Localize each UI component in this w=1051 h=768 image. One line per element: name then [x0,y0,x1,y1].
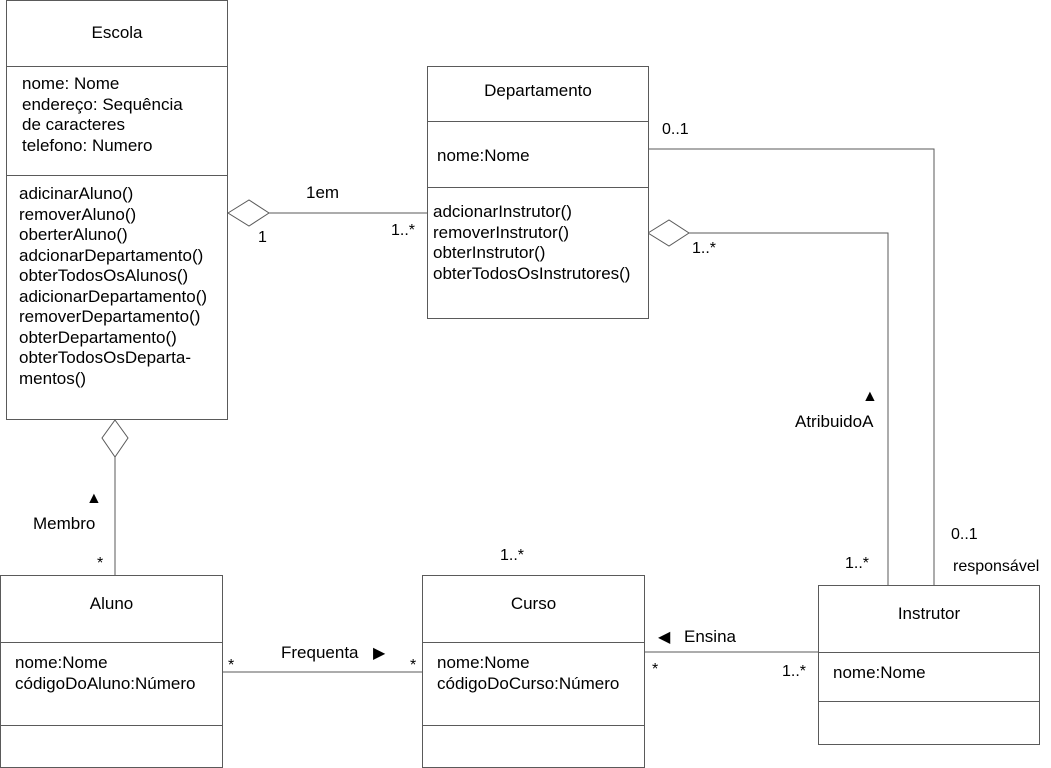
operation: removerAluno() [19,204,137,224]
class-escola[interactable]: Escola nome: Nome endereço: Sequência de… [6,0,228,420]
attribute: nome:Nome [833,663,926,682]
class-curso[interactable]: Curso nome:Nome códigoDoCurso:Número [422,575,645,768]
operations-compartment [819,701,1039,702]
class-name: Departamento [484,81,592,100]
attributes-compartment [819,652,1039,653]
class-name: Aluno [89,594,134,613]
direction-arrow-left-icon: ◀ [658,629,671,646]
class-departamento[interactable]: Departamento nome:Nome adcionarInstrutor… [427,66,649,319]
operations-compartment [428,187,648,188]
operation: obterTodosOsInstrutores() [433,263,631,283]
attribute: de caracteres [22,115,125,134]
class-name: Escola [91,23,143,42]
operations-compartment [423,725,644,726]
operation: oberterAluno() [19,225,128,244]
escola-aggregation-diamond [227,199,270,227]
operation: obterTodosOsAlunos() [19,266,189,285]
association-name-membro: Membro [33,514,96,533]
multiplicity-instrutor: 1..* [845,555,870,572]
operation: obterDepartamento() [19,327,177,347]
operation: adicionarDepartamento() [19,286,208,306]
operation: removerInstrutor() [433,222,570,242]
association-name-atribuidoa: AtribuidoA [795,412,874,431]
association-name-frequenta: Frequenta [281,643,359,662]
operations-compartment [1,725,222,726]
class-aluno[interactable]: Aluno nome:Nome códigoDoAluno:Número [0,575,223,768]
multiplicity-departamento: 1..* [692,240,717,257]
attributes-compartment [7,66,227,67]
attribute: endereço: Sequência [22,94,183,114]
departamento-instrutor-line [689,232,889,585]
association-name-1em: 1em [306,183,340,202]
direction-arrow-up-icon: ▲ [862,388,878,405]
departamento-aggregation-diamond [647,219,690,247]
attribute: nome: Nome [22,74,120,93]
association-name-ensina: Ensina [684,627,736,646]
operation: adcionarInstrutor() [433,202,572,221]
responsavel-line [648,148,935,585]
attribute: códigoDoCurso:Número [437,673,620,693]
multiplicity-instrutor: 0..1 [951,526,978,543]
class-name: Instrutor [897,604,961,623]
multiplicity-escola: 1 [258,229,267,246]
multiplicity-curso: 1..* [500,547,525,564]
direction-arrow-right-icon: ▶ [373,645,386,662]
attributes-compartment [1,642,222,643]
attribute: telefono: Numero [22,135,153,155]
direction-arrow-up-icon: ▲ [86,490,102,507]
operation: obterInstrutor() [433,243,546,262]
multiplicity-departamento: 1..* [391,222,416,239]
multiplicity-curso: * [410,657,417,674]
multiplicity-curso: * [652,661,659,678]
attributes-compartment [423,642,644,643]
operation: mentos() [19,368,87,388]
operation: adicinarAluno() [19,184,134,203]
multiplicity-departamento: 0..1 [662,121,689,138]
multiplicity-aluno: * [228,657,235,674]
attribute: nome:Nome [437,146,530,165]
class-name: Curso [510,594,557,613]
operation: removerDepartamento() [19,307,201,326]
attribute: nome:Nome [437,653,530,672]
attributes-compartment [428,121,648,122]
operation: adcionarDepartamento() [19,245,204,265]
multiplicity-aluno: * [97,555,104,572]
operation: obterTodosOsDeparta- [19,348,191,367]
class-instrutor[interactable]: Instrutor nome:Nome [818,585,1040,745]
multiplicity-instrutor: 1..* [782,663,807,680]
operations-compartment [7,175,227,176]
attribute: códigoDoAluno:Número [15,673,196,693]
attribute: nome:Nome [15,653,108,672]
escola-aluno-aggregation-diamond [101,419,129,458]
association-name-responsavel: responsável [953,558,1040,575]
